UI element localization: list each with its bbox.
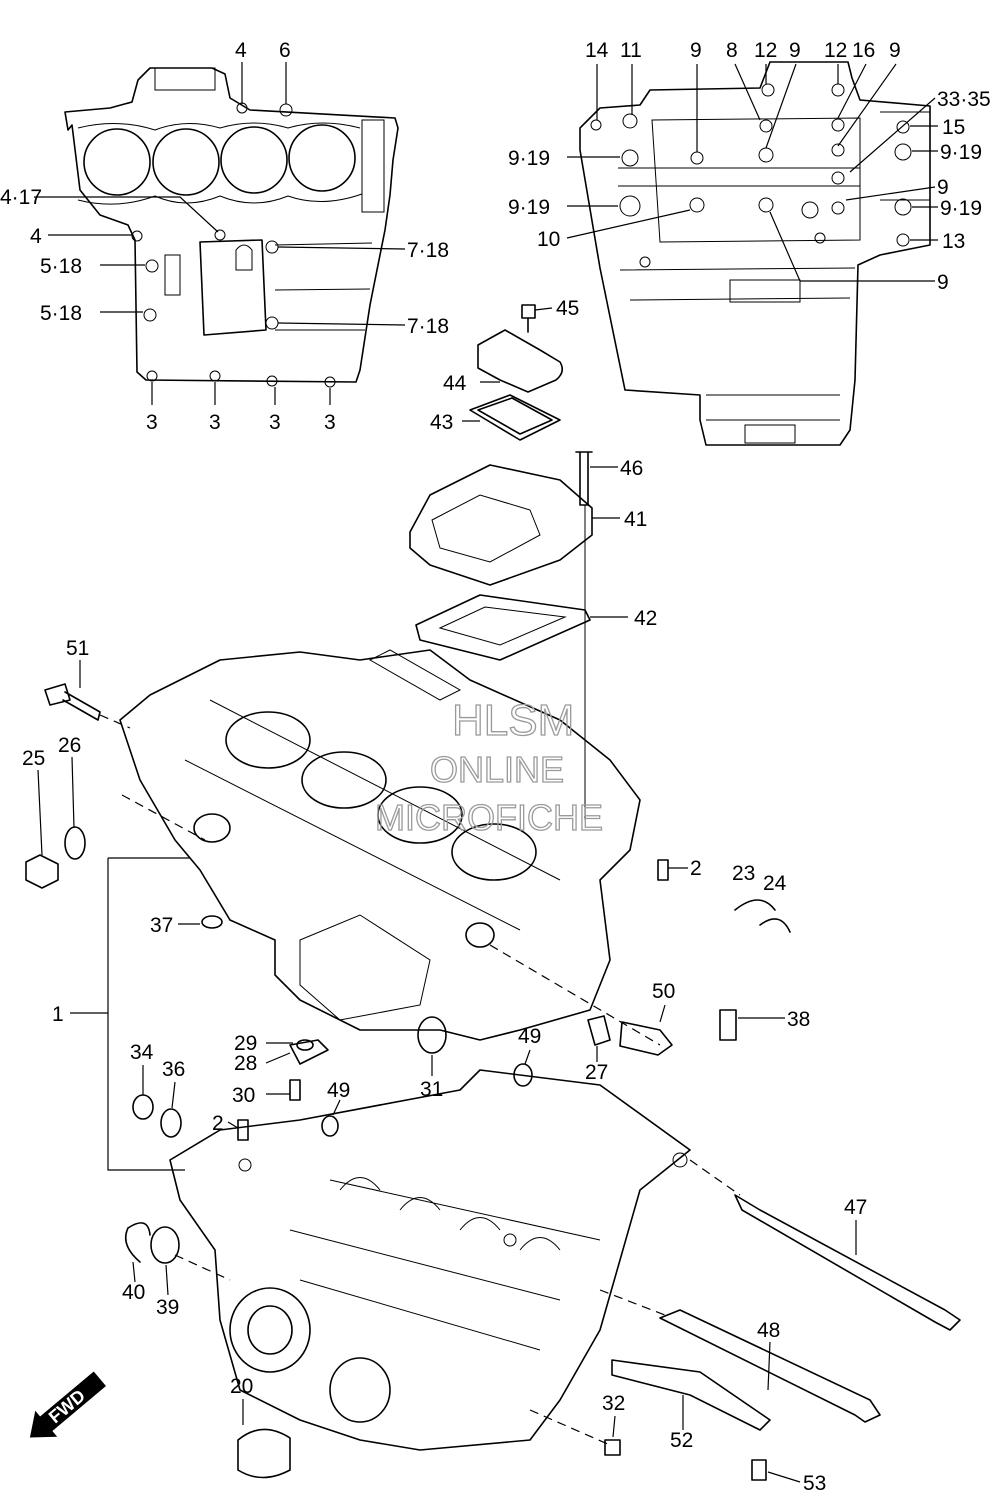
lower-crankcase bbox=[169, 1069, 691, 1451]
watermark: HLSM ONLINE MICROFICHE bbox=[374, 695, 603, 838]
callout-50: 50 bbox=[652, 980, 675, 1003]
watermark-line-2: ONLINE bbox=[430, 749, 564, 790]
callout-3: 3 bbox=[146, 411, 158, 434]
watermark-line-3: MICROFICHE bbox=[375, 797, 603, 838]
callout-6: 6 bbox=[279, 39, 291, 62]
callout-9: 9 bbox=[889, 39, 901, 62]
callout-5-18: 5·18 bbox=[40, 302, 82, 325]
callout-4: 4 bbox=[235, 39, 247, 62]
callout-2: 2 bbox=[690, 857, 702, 880]
callout-49: 49 bbox=[518, 1025, 541, 1048]
callout-28: 28 bbox=[234, 1052, 257, 1075]
callout-24: 24 bbox=[763, 872, 787, 895]
callout-32: 32 bbox=[602, 1392, 625, 1415]
callout-20: 20 bbox=[230, 1375, 253, 1398]
callout-47: 47 bbox=[844, 1196, 867, 1219]
callout-9-19: 9·19 bbox=[940, 141, 982, 164]
callout-53: 53 bbox=[803, 1472, 826, 1495]
callout-41: 41 bbox=[624, 508, 647, 531]
upper-crankcase bbox=[119, 649, 641, 1041]
small-parts bbox=[25, 683, 961, 1481]
callout-13: 13 bbox=[942, 230, 965, 253]
callout-9-19: 9·19 bbox=[508, 147, 550, 170]
callout-7-18: 7·18 bbox=[407, 315, 449, 338]
callout-10: 10 bbox=[537, 228, 560, 251]
callout-8: 8 bbox=[726, 39, 738, 62]
callout-49: 49 bbox=[327, 1079, 350, 1102]
callout-26: 26 bbox=[58, 734, 81, 757]
callout-5-18: 5·18 bbox=[40, 255, 82, 278]
callout-9: 9 bbox=[937, 176, 949, 199]
callout-9-19: 9·19 bbox=[940, 197, 982, 220]
callout-16: 16 bbox=[852, 39, 875, 62]
callout-33-35: 33·35 bbox=[937, 88, 991, 111]
callout-15: 15 bbox=[942, 116, 965, 139]
upper-crankcase-top-view bbox=[64, 67, 399, 388]
callout-38: 38 bbox=[787, 1008, 810, 1031]
callout-14: 14 bbox=[585, 39, 609, 62]
callout-2: 2 bbox=[212, 1112, 224, 1135]
callout-51: 51 bbox=[66, 637, 89, 660]
callout-9: 9 bbox=[690, 39, 702, 62]
callout-37: 37 bbox=[150, 914, 173, 937]
callout-4: 4 bbox=[30, 225, 42, 248]
fwd-arrow-icon: FWD bbox=[29, 1371, 106, 1438]
callout-42: 42 bbox=[634, 607, 657, 630]
callout-12: 12 bbox=[824, 39, 847, 62]
callout-31: 31 bbox=[420, 1078, 443, 1101]
callout-23: 23 bbox=[732, 862, 755, 885]
callout-9-19: 9·19 bbox=[508, 196, 550, 219]
callout-4-17: 4·17 bbox=[0, 186, 42, 209]
lower-crankcase-bottom-view bbox=[579, 61, 931, 446]
callout-25: 25 bbox=[22, 747, 45, 770]
watermark-line-1: HLSM bbox=[452, 696, 574, 745]
callout-39: 39 bbox=[156, 1296, 179, 1319]
callout-52: 52 bbox=[670, 1429, 693, 1452]
callout-44: 44 bbox=[443, 372, 467, 395]
callout-12: 12 bbox=[754, 39, 777, 62]
callout-labels: 4 6 4·17 4 5·18 5·18 7·18 7·18 3 3 3 3 1… bbox=[0, 39, 991, 1495]
callout-1: 1 bbox=[52, 1003, 64, 1026]
callout-3: 3 bbox=[209, 411, 221, 434]
callout-48: 48 bbox=[757, 1319, 780, 1342]
callout-9: 9 bbox=[789, 39, 801, 62]
callout-29: 29 bbox=[234, 1032, 257, 1055]
callout-3: 3 bbox=[269, 411, 281, 434]
callout-27: 27 bbox=[585, 1061, 608, 1084]
breather-cover-assembly bbox=[409, 304, 593, 820]
callout-45: 45 bbox=[556, 297, 579, 320]
callout-9: 9 bbox=[937, 271, 949, 294]
callout-30: 30 bbox=[232, 1084, 255, 1107]
callout-3: 3 bbox=[324, 411, 336, 434]
leader-lines bbox=[34, 62, 938, 1483]
callout-43: 43 bbox=[430, 411, 453, 434]
alignment-lines bbox=[99, 714, 741, 1446]
callout-11: 11 bbox=[620, 39, 642, 62]
callout-34: 34 bbox=[130, 1041, 154, 1064]
callout-40: 40 bbox=[122, 1281, 145, 1304]
callout-46: 46 bbox=[620, 457, 643, 480]
callout-7-18: 7·18 bbox=[407, 239, 449, 262]
callout-36: 36 bbox=[162, 1058, 185, 1081]
